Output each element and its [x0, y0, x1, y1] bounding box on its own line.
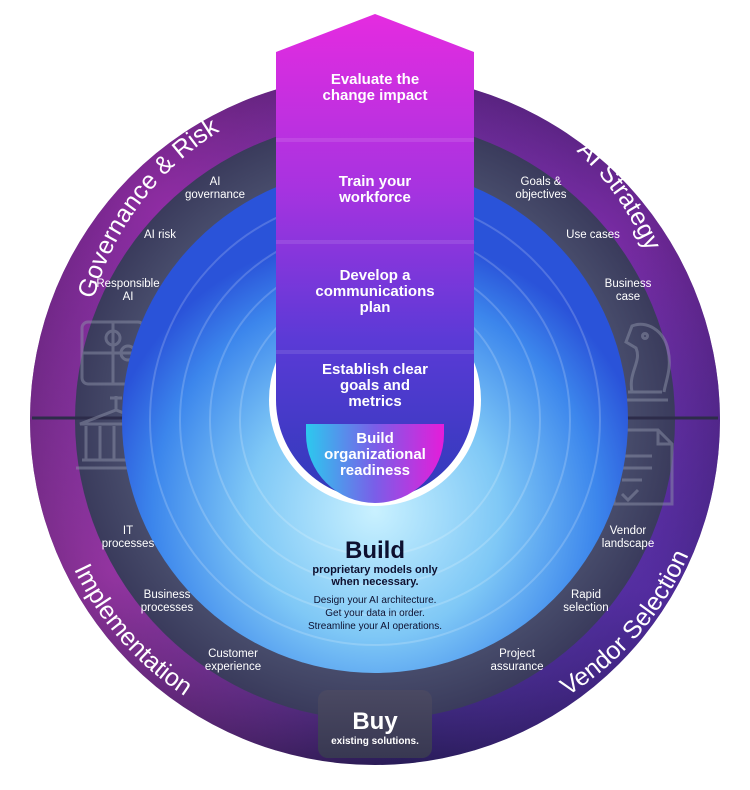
buy-subtitle: existing solutions.: [331, 736, 419, 747]
strategy-item-3-line-2: case: [616, 291, 640, 303]
arrow-step-4-line-1: Establish clear: [322, 361, 428, 378]
strategy-item-2: Use cases: [566, 229, 620, 241]
governance-item-2-line-1: AI risk: [144, 229, 176, 241]
arrow-step-4-line-3: metrics: [348, 393, 401, 410]
readiness-cap: [306, 424, 444, 503]
governance-item-1-line-1: AI: [210, 176, 221, 188]
strategy-item-3-line-1: Business: [605, 278, 652, 290]
arrow-step-1-line-1: Evaluate the: [331, 71, 419, 88]
vendor-item-2-line-1: Rapid: [571, 589, 601, 601]
build-subtitle-line-2: when necessary.: [330, 576, 418, 588]
arrow-step-3-line-1: Develop a: [340, 267, 412, 284]
build-subtitle-line-1: proprietary models only: [312, 564, 438, 576]
vendor-item-2-line-2: selection: [563, 602, 608, 614]
arrow-step-5-line-3: readiness: [340, 462, 410, 479]
governance-item-2: AI risk: [144, 229, 176, 241]
implementation-item-2-line-2: processes: [141, 602, 194, 614]
vendor-item-1-line-2: landscape: [602, 538, 654, 550]
arrow-step-2-line-1: Train your: [339, 173, 412, 190]
change-management-arrow: [276, 14, 474, 499]
buy-block: Buy existing solutions.: [331, 708, 419, 747]
governance-item-3-line-1: Responsible: [96, 278, 159, 290]
vendor-item-3-line-2: assurance: [490, 661, 543, 673]
build-body-line-2: Get your data in order.: [325, 608, 425, 619]
vendor-item-1-line-1: Vendor: [610, 525, 647, 537]
implementation-item-3-line-2: experience: [205, 661, 261, 673]
strategy-item-1-line-1: Goals &: [521, 176, 562, 188]
strategy-item-1-line-2: objectives: [515, 189, 566, 201]
arrow-step-3-line-2: communications: [315, 283, 434, 300]
governance-item-1-line-2: governance: [185, 189, 245, 201]
arrow-step-5-line-1: Build: [356, 430, 394, 447]
puzzle-icon: [80, 320, 146, 386]
build-body-line-1: Design your AI architecture.: [314, 595, 437, 606]
arrow-step-2-line-2: workforce: [338, 189, 411, 206]
buy-title: Buy: [352, 708, 398, 735]
implementation-item-1-line-2: processes: [102, 538, 155, 550]
arrow-step-5-line-2: organizational: [324, 446, 426, 463]
build-title: Build: [345, 537, 405, 564]
build-block: Build proprietary models only when neces…: [308, 537, 442, 632]
arrow-step-4-line-2: goals and: [340, 377, 410, 394]
buy-tab: [318, 690, 432, 758]
strategy-item-2-line-1: Use cases: [566, 229, 620, 241]
governance-item-3-line-2: AI: [123, 291, 134, 303]
build-body-line-3: Streamline your AI operations.: [308, 621, 442, 632]
arrow-step-1-line-2: change impact: [322, 87, 427, 104]
chess-knight-icon: [622, 322, 671, 402]
strategy-item-1: Goals &objectives: [515, 176, 566, 201]
implementation-item-2-line-1: Business: [144, 589, 191, 601]
implementation-item-1-line-1: IT: [123, 525, 133, 537]
vendor-item-3-line-1: Project: [499, 648, 536, 660]
arrow-step-3-line-3: plan: [360, 299, 391, 316]
implementation-item-3-line-1: Customer: [208, 648, 258, 660]
